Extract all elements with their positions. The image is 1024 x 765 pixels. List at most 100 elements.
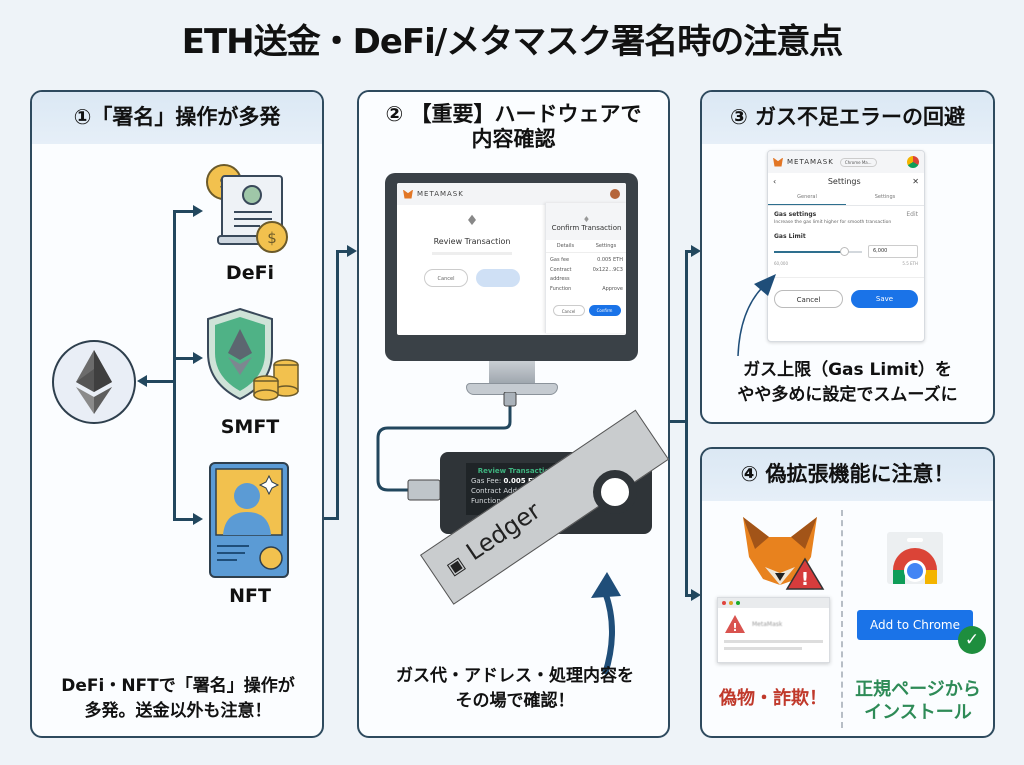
monitor: METAMASK ♦ Review Transaction Cancel ♦ C…	[385, 173, 638, 361]
checkmark-icon: ✓	[958, 626, 986, 654]
gas-limit-input[interactable]: 6,000	[868, 245, 918, 258]
connector-nft	[173, 518, 195, 521]
gas-limit-slider[interactable]	[774, 246, 862, 256]
real-caption-line2: インストール	[864, 702, 972, 724]
monitor-stand	[489, 361, 535, 386]
nft-label: NFT	[229, 585, 271, 607]
slider-handle[interactable]	[840, 246, 850, 256]
panel1-heading: ①「署名」操作が多発	[32, 92, 322, 144]
connector-trunk	[173, 210, 176, 520]
ledger-function-label: Function:	[471, 497, 504, 506]
fake-window-title: MetaMask	[752, 620, 783, 628]
connector-to-p4	[685, 594, 693, 597]
tab-general[interactable]: General	[768, 190, 846, 205]
connector-p1-p2-top	[336, 250, 348, 253]
panel3-caption-line2: やや多めに設定でスムーズに	[737, 384, 958, 405]
arrow-to-defi	[193, 205, 203, 217]
curved-arrow-icon	[737, 274, 776, 357]
ledger-screen-title: Review Transaction	[477, 467, 555, 475]
account-avatar[interactable]	[907, 156, 919, 168]
ethereum-icon	[52, 340, 136, 424]
panel2-heading: ② 【重要】ハードウェアで 内容確認	[359, 92, 668, 162]
fake-extension-window: ! MetaMask	[717, 597, 830, 663]
gas-limit-label: Gas Limit	[774, 233, 806, 240]
edit-link[interactable]: Edit	[906, 211, 918, 218]
popup-cancel-button[interactable]: Cancel	[552, 305, 585, 316]
connector-p1-p2-vertical	[336, 250, 339, 520]
tab-settings[interactable]: Settings	[874, 194, 896, 200]
settings-title: Settings	[827, 177, 861, 186]
connector-to-p3	[685, 250, 693, 253]
ledger-ring	[593, 470, 637, 514]
warning-icon: !	[725, 615, 745, 634]
panel2-heading-line1: ② 【重要】ハードウェアで	[385, 101, 642, 126]
metamask-brand: METAMASK	[417, 190, 464, 198]
connector-to-eth	[143, 380, 175, 383]
panel2-caption-line2: その場で確認！	[455, 690, 575, 711]
network-selector[interactable]: Chrome Ma...	[839, 157, 877, 167]
defi-label: DeFi	[225, 262, 275, 284]
confirm-transaction-title: Confirm Transaction	[551, 224, 622, 232]
divider	[841, 510, 843, 728]
save-button[interactable]: Save	[851, 290, 918, 308]
connector-p2-branch	[670, 420, 687, 423]
panel1-caption: DeFi・NFTで「署名」操作が 多発。送金以外も注意！	[34, 674, 322, 723]
review-cancel-button[interactable]: Cancel	[424, 269, 468, 287]
arrow-to-panel4	[691, 589, 701, 601]
panel2-caption-line1: ガス代・アドレス・処理内容を	[396, 666, 634, 686]
close-icon[interactable]: ✕	[912, 177, 919, 186]
popup-tab-details[interactable]: Details	[556, 243, 575, 249]
panel2-heading-line2: 内容確認	[471, 127, 556, 151]
ledger-contract-label: Contract Address:	[471, 487, 534, 496]
gas-settings-desc: Increase the gas limit higher for smooth…	[774, 220, 892, 225]
panel3-caption: ガス上限（Gas Limit）を やや多めに設定でスムーズに	[702, 358, 993, 407]
arrow-to-smft	[193, 352, 203, 364]
add-to-chrome-button[interactable]: Add to Chrome	[857, 610, 973, 640]
gas-fee-value: 0.005 ETH	[597, 257, 623, 263]
popup-confirm-button[interactable]: Confirm	[588, 305, 621, 316]
usb-cable	[376, 392, 517, 501]
popup-tab-settings[interactable]: Settings	[595, 243, 617, 249]
panel1-caption-line1: DeFi・NFTで「署名」操作が	[61, 676, 295, 696]
real-caption-line1: 正規ページから	[855, 679, 981, 700]
monitor-screen: METAMASK ♦ Review Transaction Cancel ♦ C…	[397, 183, 626, 335]
real-caption: 正規ページから インストール	[843, 678, 993, 725]
ledger-gas-label: Gas Fee:	[471, 477, 502, 486]
nft-card-icon	[209, 462, 289, 578]
review-transaction-title: Review Transaction	[433, 237, 511, 246]
range-min: 60,000	[774, 261, 788, 266]
chrome-web-store-icon	[887, 532, 943, 584]
panel3-caption-line1: ガス上限（Gas Limit）を	[743, 360, 952, 380]
smft-label: SMFT	[220, 416, 280, 438]
function-label: Function	[550, 285, 572, 292]
svg-text:!: !	[801, 569, 809, 590]
review-confirm-button[interactable]	[476, 269, 520, 287]
range-max: 5.5 ETH	[902, 261, 918, 266]
cancel-button[interactable]: Cancel	[774, 290, 843, 308]
metamask-settings-card: METAMASK Chrome Ma... ‹ Settings ✕ Gener…	[767, 150, 925, 342]
fake-caption: 偽物・詐欺！	[719, 688, 827, 709]
shield-coins-icon	[200, 305, 300, 405]
panel-fake-extension: ④ 偽拡張機能に注意！	[700, 447, 995, 738]
svg-text:!: !	[732, 621, 737, 634]
metamask-topbar: METAMASK	[397, 183, 626, 205]
panel1-caption-line2: 多発。送金以外も注意！	[84, 700, 272, 721]
page-title: ETH送金・DeFi/メタマスク署名時の注意点	[181, 22, 843, 62]
arrow-to-panel2	[347, 245, 357, 257]
metamask-fox-icon	[403, 189, 413, 199]
contract-label: Contract address	[550, 266, 572, 283]
panel2-caption: ガス代・アドレス・処理内容を その場で確認！	[362, 664, 668, 713]
metamask-brand: METAMASK	[787, 158, 834, 166]
ledger-logo-icon: ▣	[443, 552, 469, 580]
back-icon[interactable]: ‹	[773, 177, 777, 186]
arrow-to-eth	[137, 375, 147, 387]
arrow-to-nft	[193, 513, 203, 525]
defi-document-coins-icon: $ $	[200, 160, 300, 255]
panel3-heading: ③ ガス不足エラーの回避	[702, 92, 993, 144]
contract-value: 0x122...9C3	[592, 266, 623, 273]
gas-fee-label: Gas fee	[550, 257, 570, 263]
eth-mini-icon: ♦	[465, 213, 479, 229]
connector-p1-p2-bottom	[324, 517, 338, 520]
metamask-fox-warning-icon: !	[743, 517, 825, 590]
account-avatar[interactable]	[610, 189, 620, 199]
